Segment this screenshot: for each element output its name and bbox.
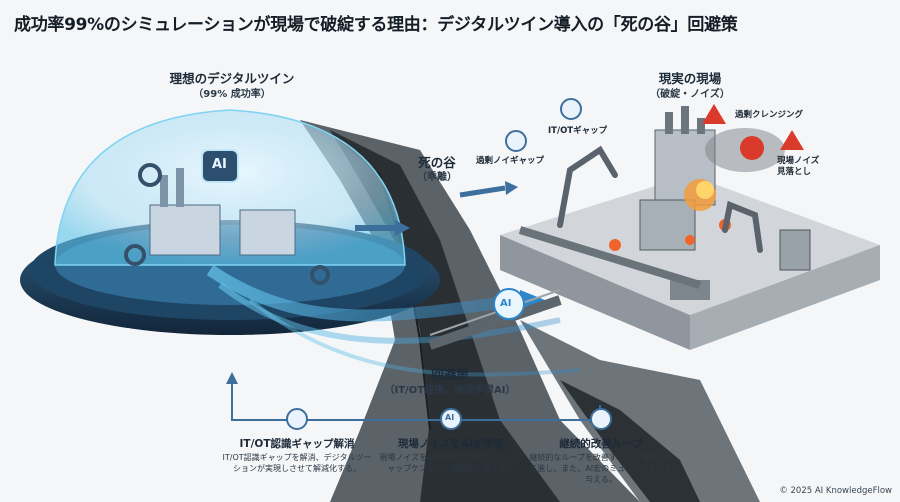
step-1-desc: IT/OT認識ギャップを解消、デジタルツーションが実現しさせて解減化する。 (222, 453, 372, 473)
ai-chip-icon (440, 408, 462, 430)
network-icon (286, 408, 308, 430)
valley-title: 死の谷 (418, 155, 456, 170)
loop-icon (590, 408, 612, 430)
step-3-title: 継続的改善ループ (559, 438, 643, 450)
overfit-gap-label: 過剰ノイギャップ (476, 156, 545, 166)
ideal-ai-badge: AI (212, 157, 227, 172)
step-2-desc: 現場ノイズをAIが学習に採得したり、ギャップケンをAIが継続的学習する。 (379, 453, 523, 473)
it-ot-gap-icon (560, 98, 582, 120)
bridge-ai-badge: AI (500, 298, 512, 309)
copyright: © 2025 AI KnowledgeFlow (779, 486, 892, 496)
data-stream (206, 265, 581, 377)
avoid-title: 回避策 (431, 367, 469, 382)
ideal-subtitle: （99% 成功率） (193, 89, 271, 100)
ai-bridge (428, 288, 562, 350)
overfit-gap-icon (505, 130, 527, 152)
avoid-subtitle: （IT/OT連携，継続学習AI） (384, 385, 516, 396)
step-2-title: 現場ノイズをAIが学習 (397, 438, 505, 450)
reality-title: 現実の現場 (658, 71, 722, 86)
noise-miss-label: 現場ノイズ 見落とし (777, 156, 820, 177)
it-ot-gap-label: IT/OTギャップ (548, 126, 608, 136)
step-3-desc: 継続的なループを改善すると、増続改善に進し、また、AI宏のミュレーションを与える… (529, 453, 673, 484)
overcleansing-label: 過剰クレンジング (735, 110, 804, 120)
step-1-title: IT/OT認識ギャップ解消 (239, 438, 355, 450)
reality-subtitle: （破綻・ノイズ） (650, 89, 730, 100)
valley-subtitle: （乖離） (417, 172, 457, 183)
warning-icons (702, 104, 804, 160)
ai-chip-label: AI (445, 413, 455, 422)
ideal-dome (20, 109, 440, 335)
reality-factory (500, 106, 880, 350)
ideal-title: 理想のデジタルツイン (169, 71, 295, 86)
page-title: 成功率99%のシミュレーションが現場で破綻する理由：デジタルツイン導入の「死の谷… (14, 15, 738, 35)
